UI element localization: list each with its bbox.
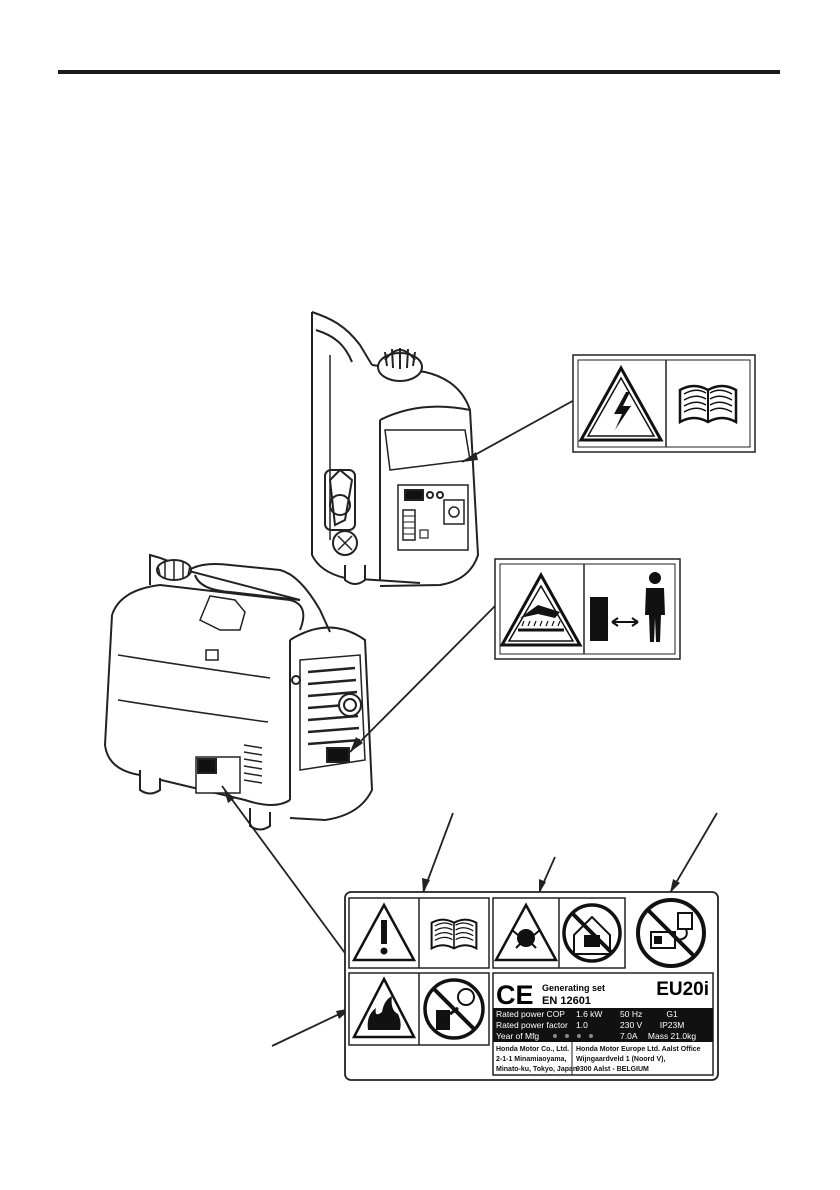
label-hot-surface-distance (495, 559, 680, 659)
plate-title-line2: EN 12601 (542, 995, 591, 1007)
no-mains-connection-icon (638, 900, 704, 966)
pointer-line (462, 398, 578, 462)
generator-rear-illustration (312, 312, 478, 586)
europe-line: Honda Motor Europe Ltd. Aalst Office (576, 1046, 701, 1053)
label-shock-manual (573, 355, 755, 452)
read-manual-icon (680, 386, 736, 422)
spec-value: Mass 21.0kg (648, 1031, 696, 1041)
europe-line: Wijngaardveld 1 (Noord V), (576, 1056, 665, 1063)
spec-value: IP23M (660, 1020, 685, 1030)
no-indoor-use-icon (564, 905, 620, 961)
spec-value: 1.6 kW (576, 1009, 602, 1019)
maker-line: 2-1-1 Minamiaoyama, (496, 1056, 566, 1063)
ce-mark: CE (496, 980, 534, 1010)
model-name: EU20i (656, 979, 709, 1000)
label-combined-plate: CE Generating set EN 12601 EU20i Rated p… (345, 892, 718, 1080)
no-refuel-running-icon (425, 980, 483, 1038)
spec-value: 50 Hz (620, 1009, 642, 1019)
maker-line: Minato-ku, Tokyo, Japan (496, 1066, 577, 1073)
europe-line: 9300 Aalst - BELGIUM (576, 1066, 649, 1073)
generator-front-illustration (105, 555, 372, 830)
spec-value: 7.0A (620, 1031, 638, 1041)
spec-label: Rated power factor (496, 1020, 568, 1030)
spec-label: Year of Mfg (496, 1031, 539, 1041)
read-manual-icon (432, 920, 477, 949)
spec-label: Rated power COP (496, 1009, 565, 1019)
spec-value: 230 V (620, 1020, 643, 1030)
spec-value: G1 (666, 1009, 678, 1019)
spec-value: 1.0 (576, 1020, 588, 1030)
maker-line: Honda Motor Co., Ltd. (496, 1046, 569, 1053)
pointer-line (350, 604, 497, 752)
plate-title-line1: Generating set (542, 983, 605, 993)
